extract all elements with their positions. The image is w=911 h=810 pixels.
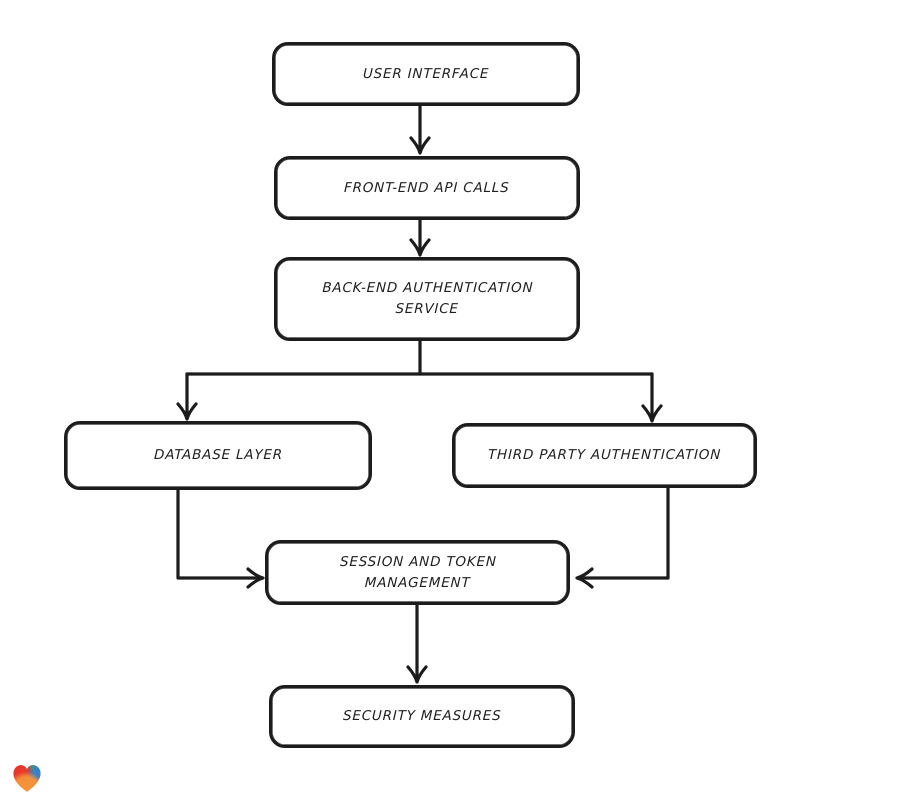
node-third-party-authentication[interactable]: THIRD PARTY AUTHENTICATION (452, 423, 757, 488)
node-back-end-authentication-service[interactable]: BACK-END AUTHENTICATION SERVICE (274, 257, 580, 341)
node-label: SESSION AND TOKEN MANAGEMENT (339, 553, 497, 591)
edge-ui-to-fe-arrow (409, 104, 431, 155)
node-database-layer[interactable]: DATABASE LAYER (64, 421, 372, 490)
edge-st-to-sm-arrow (406, 603, 428, 684)
gradient-heart-icon (13, 765, 41, 792)
edge-fe-to-be-arrow (409, 218, 431, 257)
node-label: SECURITY MEASURES (342, 708, 502, 725)
node-label: BACK-END AUTHENTICATION SERVICE (321, 280, 534, 317)
node-session-and-token-management[interactable]: SESSION AND TOKEN MANAGEMENT (265, 540, 570, 605)
edge-be-split-arrow (176, 339, 663, 423)
node-label: FRONT-END API CALLS (343, 179, 511, 196)
edge-db-to-st-arrow (176, 488, 265, 589)
edge-tp-to-st-arrow (575, 486, 670, 589)
node-security-measures[interactable]: SECURITY MEASURES (269, 685, 575, 748)
node-label: DATABASE LAYER (153, 447, 283, 464)
node-label: USER INTERFACE (362, 65, 490, 82)
node-front-end-api-calls[interactable]: FRONT-END API CALLS (274, 156, 580, 220)
node-label: THIRD PARTY AUTHENTICATION (487, 447, 722, 464)
node-user-interface[interactable]: USER INTERFACE (272, 42, 580, 106)
